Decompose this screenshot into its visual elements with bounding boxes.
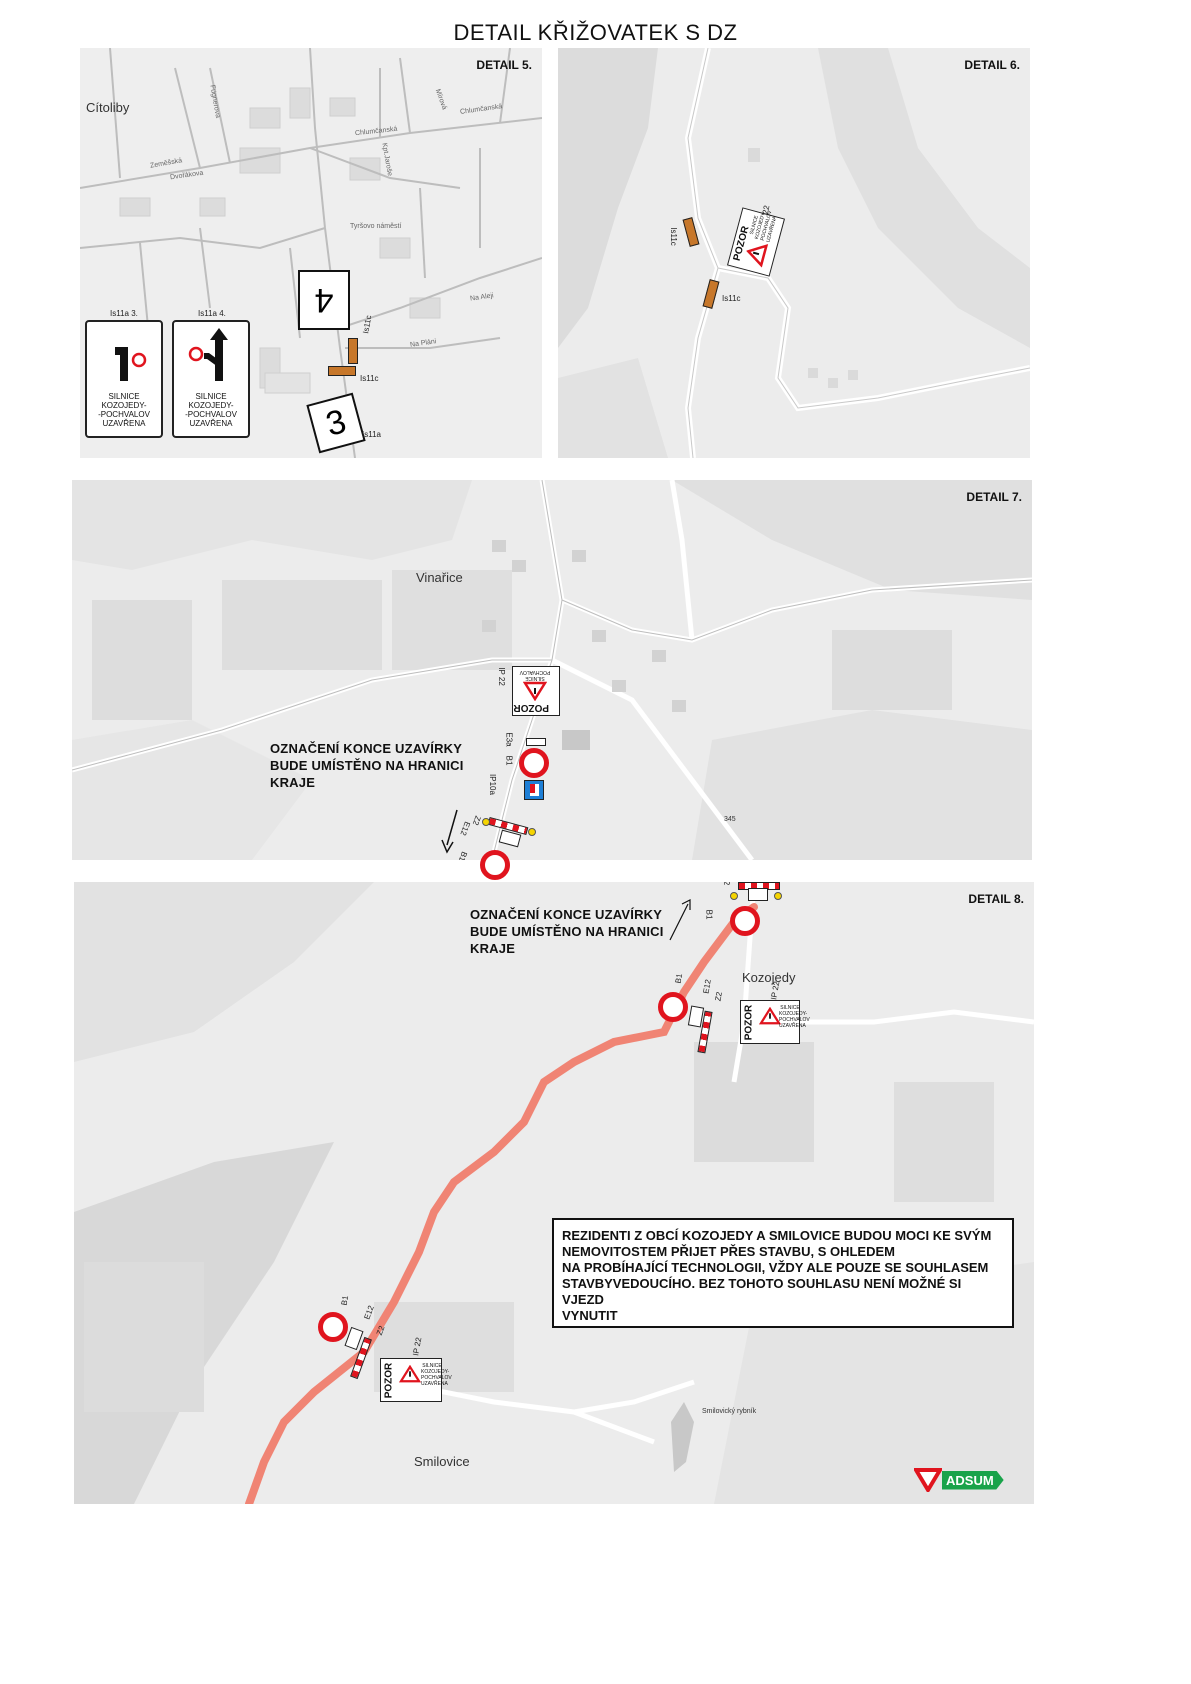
detail-6-map: DETAIL 6. Is11c Is11c IP 22 POZOR SILNIC… [558,48,1030,458]
b1-no-entry-sign [318,1312,348,1342]
sign-code-e3a: E3a [504,732,514,747]
is11c-sign [328,366,356,376]
e12-plate [748,888,768,901]
sign-number-4: 4 [298,270,350,330]
pozor-word: POZOR [383,1362,395,1399]
detail-8-label: DETAIL 8. [968,892,1024,906]
elevation-label: 345 [724,816,736,823]
is11c-sign [348,338,358,364]
street-label: Tyršovo náměstí [350,223,402,230]
warning-lamp-icon [774,892,782,900]
adsum-logo-text: ADSUM [942,1470,1004,1490]
warning-lamp-icon [730,892,738,900]
sign-code-z2: Z2 [713,991,724,1002]
place-citoliby: Cítoliby [86,100,130,115]
b1-no-entry-sign [519,748,549,778]
sign-board-right-text: SILNICE KOZOJEDY- -POCHVALOV UZAVŘENA [185,392,237,428]
warning-lamp-icon [482,818,490,826]
sign-code-is11c: Is11c [722,294,741,303]
sign-board-left-text: SILNICE KOZOJEDY- -POCHVALOV UZAVŘENA [98,392,150,428]
detail-8-map: DETAIL 8. Kozojedy Smilovice Smilovický … [74,882,1034,1504]
detail-7-terrain [72,480,1032,860]
sign-code-is11a: Is11a [362,430,381,439]
sign-code-ip22: IP 22 [496,667,506,686]
place-vinarice: Vinařice [416,570,463,585]
detail-8-terrain [74,882,1034,1504]
detail-5-streets [80,48,542,458]
b1-no-entry-sign [658,992,688,1022]
sign-code-left: Is11a 3. [110,309,138,318]
place-kozojedy: Kozojedy [742,970,796,985]
sign-code-right: Is11a 4. [198,309,226,318]
warning-triangle-icon [523,681,547,701]
sign-code-is11c: Is11c [668,227,678,246]
adsum-triangle-icon [914,1468,942,1492]
sign-board-is11a-3: SILNICE KOZOJEDY- -POCHVALOV UZAVŘENA [85,320,163,438]
detail-5-label: DETAIL 5. [476,58,532,72]
detail-6-terrain [558,48,1030,458]
warning-triangle-icon [746,243,769,268]
note-d8-end-of-closure: OZNAČENÍ KONCE UZAVÍRKY BUDE UMÍSTĚNO NA… [470,907,664,956]
place-smilovice: Smilovice [414,1454,470,1469]
detail-5-map: DETAIL 5. Cítoliby Zeměšská Chlumčanská … [80,48,542,458]
sign-code-b1: B1 [339,1294,351,1307]
pozor-word: POZOR [743,1004,755,1041]
detail-7-label: DETAIL 7. [966,490,1022,504]
pond-label: Smilovický rybník [702,1408,757,1415]
sign-code-z2: Z2 [722,882,731,885]
adsum-logo: ADSUM [914,1468,1004,1492]
note-d7-end-of-closure: OZNAČENÍ KONCE UZAVÍRKY BUDE UMÍSTĚNO NA… [270,741,464,790]
b1-no-entry-sign [480,850,510,880]
warning-lamp-icon [528,828,536,836]
straight-with-blocked-left-icon [188,328,228,381]
page-title: DETAIL KŘIŽOVATEK S DZ [453,20,738,45]
sign-code-b1: B1 [504,755,514,766]
ip10a-dead-end-sign [524,780,544,800]
sign-code-b1: B1 [673,972,685,985]
sign-code-b1: B1 [704,909,714,920]
sign-board-is11a-4: SILNICE KOZOJEDY- -POCHVALOV UZAVŘENA [172,320,250,438]
left-turn-blocked-icon [115,347,147,381]
b1-no-entry-sign [730,906,760,936]
detail-6-label: DETAIL 6. [964,58,1020,72]
pozor-word: POZOR [513,702,549,713]
e3a-plate [526,738,546,746]
sign-code-is11c: Is11c [360,374,379,383]
warning-triangle-icon [399,1365,421,1383]
warning-triangle-icon [759,1007,781,1025]
residents-notice: REZIDENTI Z OBCÍ KOZOJEDY A SMILOVICE BU… [552,1218,1014,1328]
sign-code-ip10a: IP10a [487,774,497,795]
